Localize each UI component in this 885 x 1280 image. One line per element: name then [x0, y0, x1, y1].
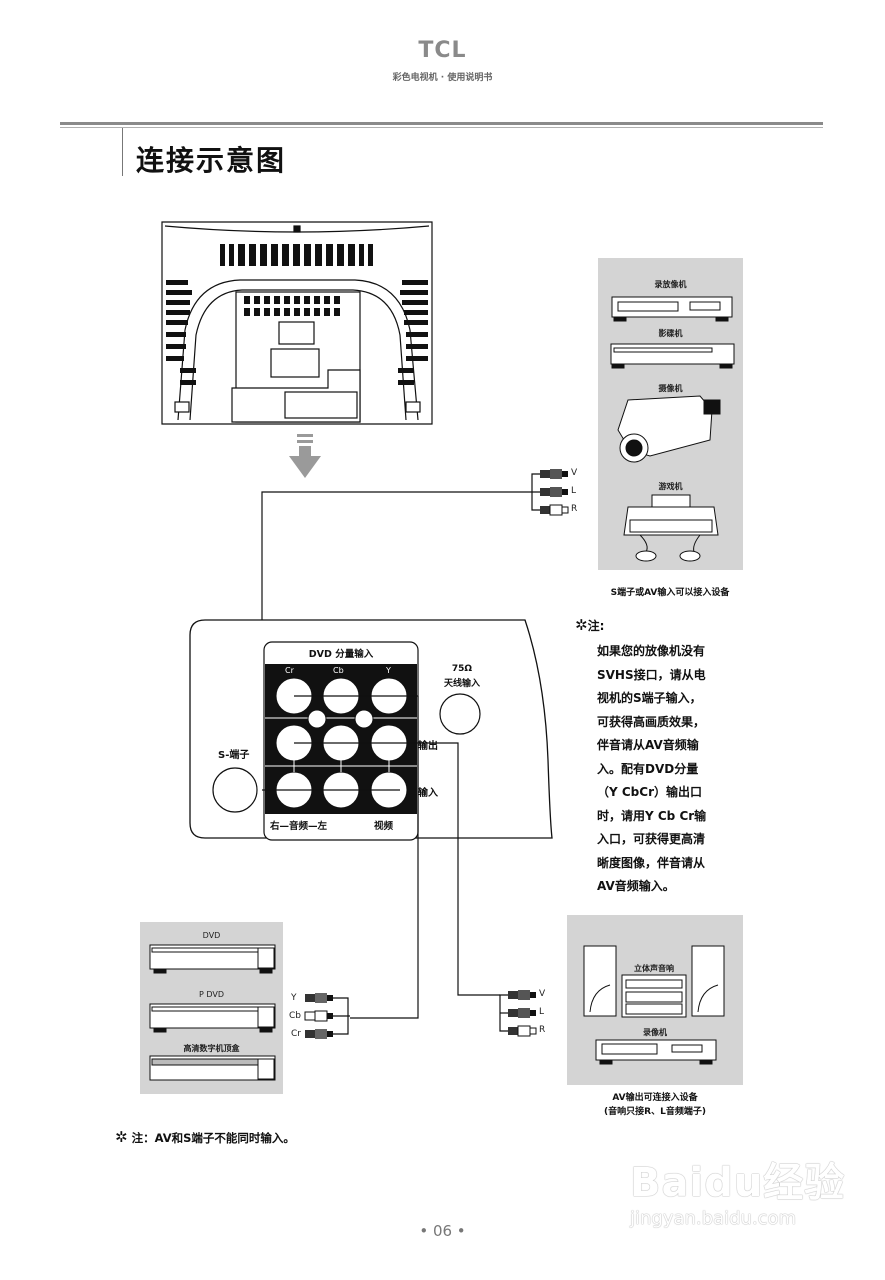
lightbulb-icon: ✲: [115, 1128, 128, 1146]
jack-label-y: Y: [291, 993, 297, 1003]
antenna-impedance-label: 75Ω: [451, 664, 473, 674]
device-label-dvd: DVD: [202, 931, 221, 940]
device-illustrations-top: [610, 296, 735, 562]
jack-label-r-out: R: [539, 1025, 546, 1035]
bottom-right-caption-1: AV输出可连接入设备: [612, 1093, 698, 1103]
title-divider: [122, 128, 123, 176]
antenna-input-label: 天线输入: [443, 679, 480, 689]
side-note-line: SVHS接口，请从电: [597, 667, 706, 682]
side-note-line: 入口，可获得更高清: [597, 832, 706, 846]
side-note-body: 如果您的放像机没有 SVHS接口，请从电 视机的S端子输入， 可获得高画质效果，…: [597, 640, 757, 899]
side-note-line: 如果您的放像机没有: [597, 644, 706, 658]
device-label-stereo: 立体声音响: [634, 964, 674, 973]
device-illustrations-bottom-left: [149, 944, 276, 1081]
side-note-line: 伴音请从AV音频输: [597, 738, 699, 752]
antenna-jack: [439, 693, 481, 735]
bottom-note-text: 注：AV和S端子不能同时输入。: [131, 1131, 295, 1145]
tv-back-illustration: [161, 221, 433, 425]
component-label-cr: Cr: [285, 666, 294, 675]
watermark-logo: Baidu经验: [630, 1160, 846, 1206]
device-label-set-top-box: 高清数字机顶盒: [183, 1044, 240, 1053]
component-label-cb: Cb: [333, 666, 344, 675]
jack-label-l: L: [571, 486, 577, 496]
device-label-game-console: 游戏机: [658, 482, 683, 491]
side-note-line: 晰度图像，伴音请从: [597, 855, 706, 870]
s-terminal-label: S-端子: [218, 750, 250, 761]
row-label-output: 输出: [418, 741, 438, 752]
side-note-line: 视机的S端子输入，: [597, 691, 702, 705]
dvd-component-header: DVD 分量输入: [308, 649, 374, 660]
watermark-url: jingyan.baidu.com: [630, 1208, 797, 1229]
device-label-disc-player: 影碟机: [658, 329, 683, 338]
side-note-heading: ✲注:: [575, 616, 604, 634]
side-note-line: 入。配有DVD分量: [597, 761, 699, 776]
side-note-line: AV音频输入。: [597, 879, 675, 893]
device-illustrations-bottom-right: [583, 945, 725, 1065]
device-label-p-dvd: P DVD: [198, 990, 225, 999]
rca-plugs-bottom-right: [508, 990, 537, 1037]
lightbulb-icon: ✲: [575, 616, 588, 634]
video-footer-label: 视频: [374, 821, 394, 832]
down-arrow-icon: [289, 434, 321, 478]
audio-footer-label: 右—音频—左: [270, 821, 328, 832]
manual-subtitle: 彩色电视机 · 使用说明书: [392, 73, 493, 83]
jack-label-cr: Cr: [291, 1029, 301, 1039]
rca-plugs-top: [540, 469, 569, 516]
jack-label-v: V: [571, 468, 578, 478]
side-note-head-text: 注:: [587, 619, 605, 633]
jack-label-cb: Cb: [289, 1011, 301, 1021]
device-label-vcr-bottom: 录像机: [643, 1028, 667, 1037]
baidu-watermark: Baidu经验 jingyan.baidu.com: [630, 1150, 860, 1250]
rca-plugs-bottom-left: [304, 993, 333, 1039]
s-terminal-jack: [212, 767, 258, 813]
side-note-line: 可获得高画质效果，: [597, 714, 706, 729]
bottom-note: ✲ 注：AV和S端子不能同时输入。: [115, 1128, 295, 1146]
header-rule: [60, 122, 823, 125]
brand-logo: TCL: [418, 38, 467, 63]
side-note-line: （Y CbCr）输出口: [597, 785, 702, 799]
jack-label-r: R: [571, 504, 578, 514]
header-rule-thin: [60, 127, 823, 128]
side-note-line: 时，请用Y Cb Cr输: [597, 808, 707, 823]
page-title: 连接示意图: [136, 144, 287, 177]
device-label-vcr: 录放像机: [654, 280, 687, 289]
device-label-camcorder: 摄像机: [658, 384, 683, 393]
jack-label-l-out: L: [539, 1007, 545, 1017]
top-panel-caption: S端子或AV输入可以接入设备: [610, 588, 730, 598]
bottom-right-caption-2: (音响只接R、L音频端子): [604, 1107, 706, 1117]
panel-wires: [262, 695, 500, 1019]
page-number: • 06 •: [419, 1222, 466, 1240]
row-label-input: 输入: [418, 788, 438, 799]
jack-label-v-out: V: [539, 989, 546, 999]
component-label-y: Y: [386, 666, 391, 675]
